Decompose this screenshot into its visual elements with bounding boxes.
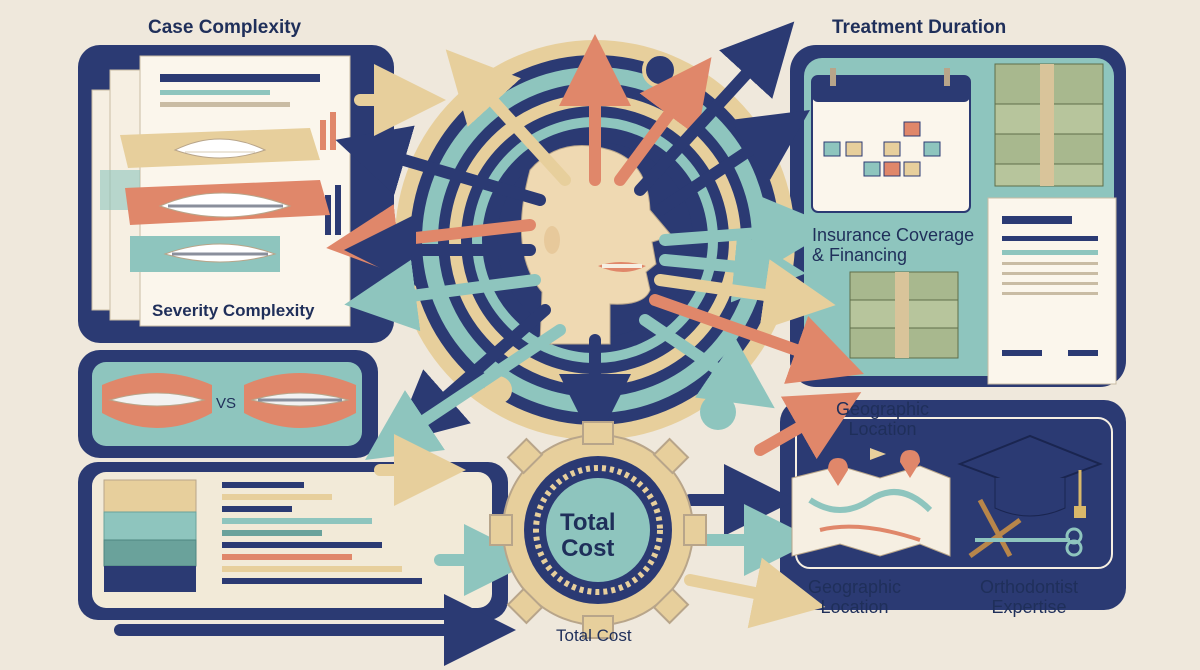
cash-stack-icon [994, 63, 1104, 187]
severity-complexity-label: Severity Complexity [152, 301, 315, 320]
insurance-financing-label: Insurance Coverage & Financing [812, 225, 975, 266]
case-complexity-label: Case Complexity [148, 17, 302, 38]
braces-icon [244, 373, 356, 428]
total-gear-line1: Total [560, 509, 616, 536]
dental-tools-icon [968, 498, 1083, 559]
geo-bottom-line1: Geographic [808, 577, 902, 597]
expertise-line2: Expertise [991, 596, 1067, 617]
geo-top-line2: Location [848, 418, 917, 439]
arrow-icon [114, 21, 864, 666]
graduation-cap-icon [957, 434, 1103, 518]
total-cost-gear-label: Total Cost [560, 509, 616, 563]
braces-icon [125, 180, 330, 272]
cash-stack-icon [849, 271, 959, 359]
geo-top-line1: Geographic [836, 399, 930, 419]
treatment-duration-label: Treatment Duration [832, 17, 1007, 38]
insurance-label-line2: & Financing [812, 244, 908, 265]
calendar-icon [811, 68, 971, 213]
bar-chart-icon [103, 479, 422, 592]
head-icon [520, 145, 673, 345]
vs-label: VS [216, 395, 237, 412]
map-icon [791, 448, 951, 557]
expertise-line1: Orthodontist [980, 577, 1079, 597]
total-cost-label: Total Cost [556, 626, 632, 645]
geographic-location-label-top: Geographic Location [836, 399, 930, 440]
geographic-location-label-bottom: Geographic Location [808, 577, 902, 618]
teeth-icon [120, 128, 320, 168]
orthodontist-expertise-label: Orthodontist Expertise [980, 577, 1079, 618]
invoice-icon [987, 197, 1117, 385]
gear-icon [489, 421, 707, 639]
teeth-icon [102, 373, 212, 428]
total-gear-line2: Cost [561, 535, 615, 563]
insurance-label-line1: Insurance Coverage [812, 225, 975, 245]
geo-bottom-line2: Location [820, 596, 889, 617]
